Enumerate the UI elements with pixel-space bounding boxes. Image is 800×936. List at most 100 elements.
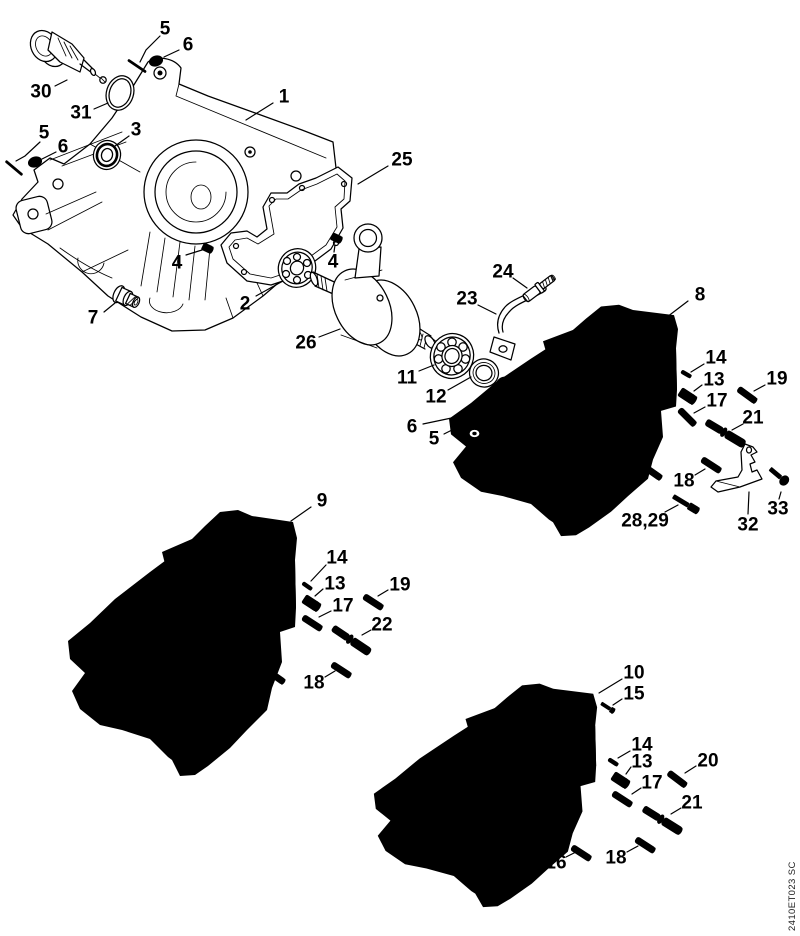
leader-line [632, 788, 641, 794]
part-number-label: 1 [279, 87, 290, 108]
part-number-label: 14 [326, 548, 348, 569]
callout-14-m: 14 [311, 548, 348, 582]
callout-24: 24 [492, 262, 527, 289]
leader-line [695, 469, 705, 475]
part-number-label: 18 [303, 673, 324, 694]
callout-2: 2 [240, 281, 283, 315]
part-pin-14-r [680, 369, 693, 379]
leader-line [671, 808, 681, 814]
part-number-label: 4 [172, 253, 183, 274]
part-number-label: 30 [30, 82, 51, 103]
part-sleeve-13-b [610, 771, 632, 790]
callout-25: 25 [358, 150, 413, 185]
part-number-label: 28,29 [621, 511, 669, 532]
part-number-label: 19 [389, 575, 410, 596]
leader-line [510, 370, 530, 381]
part-o-ring-31 [102, 72, 138, 114]
part-number-label: 6 [183, 35, 194, 56]
leader-line [325, 671, 335, 677]
part-pin-5-top [127, 58, 147, 74]
part-number-label: 21 [681, 793, 703, 814]
leader-line [627, 846, 638, 852]
callout-5-mid: 5 [429, 428, 456, 450]
part-number-label: 24 [492, 262, 514, 283]
footer-drawing-code: 2410ET023 SC [787, 861, 798, 931]
leader-line [16, 142, 40, 161]
part-number-label: 13 [324, 574, 345, 595]
part-stud-17-b [610, 790, 634, 809]
leader-line [599, 679, 622, 693]
leader-line [55, 80, 67, 86]
part-pin-14-b [607, 757, 620, 768]
part-ball-bearing-11 [424, 328, 480, 385]
callout-16-r: 16 [614, 474, 647, 497]
part-stud-22 [329, 623, 373, 658]
callout-4-left: 4 [172, 250, 202, 274]
part-oil-line-23 [490, 284, 547, 360]
callout-20: 20 [685, 751, 719, 774]
leader-line [626, 767, 631, 774]
part-screw-15 [599, 700, 617, 715]
part-number-label: 12 [425, 387, 446, 408]
part-number-label: 8 [695, 285, 706, 306]
leader-line [419, 365, 434, 371]
part-stud-21-b [640, 803, 685, 837]
part-number-label: 25 [391, 150, 413, 171]
callout-11: 11 [397, 365, 434, 389]
part-number-label: 9 [317, 491, 328, 512]
callout-19-r: 19 [754, 369, 788, 392]
part-number-label: 17 [332, 596, 353, 617]
part-number-label: 17 [641, 773, 662, 794]
callout-16-b: 16 [545, 852, 576, 874]
leader-line [448, 377, 471, 390]
leader-line [259, 678, 270, 685]
callout-15: 15 [613, 684, 645, 706]
callout-21-b: 21 [671, 793, 703, 815]
part-number-label: 19 [766, 369, 787, 390]
leader-line [613, 699, 622, 705]
part-sleeve-13-m [301, 594, 323, 613]
part-number-label: 17 [706, 391, 727, 412]
callout-7: 7 [88, 303, 115, 329]
leader-line [319, 329, 340, 337]
callout-26: 26 [295, 329, 340, 354]
leader-line [378, 590, 388, 596]
part-number-label: 7 [88, 308, 99, 329]
callout-10: 10 [599, 663, 645, 694]
callout-13-b: 13 [626, 752, 653, 775]
part-stud-18-m [329, 661, 353, 680]
part-crankcase-half-10 [373, 683, 598, 908]
part-number-label: 26 [295, 333, 316, 354]
leader-line [315, 589, 323, 596]
part-number-label: 16 [545, 853, 566, 874]
callout-30: 30 [30, 80, 67, 103]
part-plug-7 [111, 284, 143, 312]
part-number-label: 22 [371, 615, 392, 636]
callout-13-r: 13 [694, 370, 725, 392]
leader-line [748, 492, 749, 514]
part-number-label: 11 [397, 368, 418, 389]
callout-1: 1 [246, 87, 290, 121]
leader-line [691, 364, 704, 372]
leader-line [186, 250, 202, 255]
callout-21-r: 21 [732, 408, 764, 431]
part-number-label: 33 [767, 499, 788, 520]
part-stud-19-r [736, 385, 759, 405]
part-number-label: 16 [237, 681, 258, 702]
part-number-label: 5 [160, 19, 171, 40]
part-number-label: 10 [623, 663, 644, 684]
callout-17-b: 17 [632, 773, 663, 795]
leader-line [423, 416, 461, 424]
leader-line [42, 152, 56, 159]
callout-19-m: 19 [378, 575, 411, 597]
callout-6-left: 6 [42, 137, 68, 160]
callout-12: 12 [425, 377, 471, 408]
part-number-label: 6 [407, 417, 418, 438]
leader-line [94, 103, 108, 109]
part-number-label: 20 [697, 751, 718, 772]
leader-line [319, 611, 331, 617]
leader-line [665, 505, 678, 512]
part-number-label: 23 [456, 289, 477, 310]
